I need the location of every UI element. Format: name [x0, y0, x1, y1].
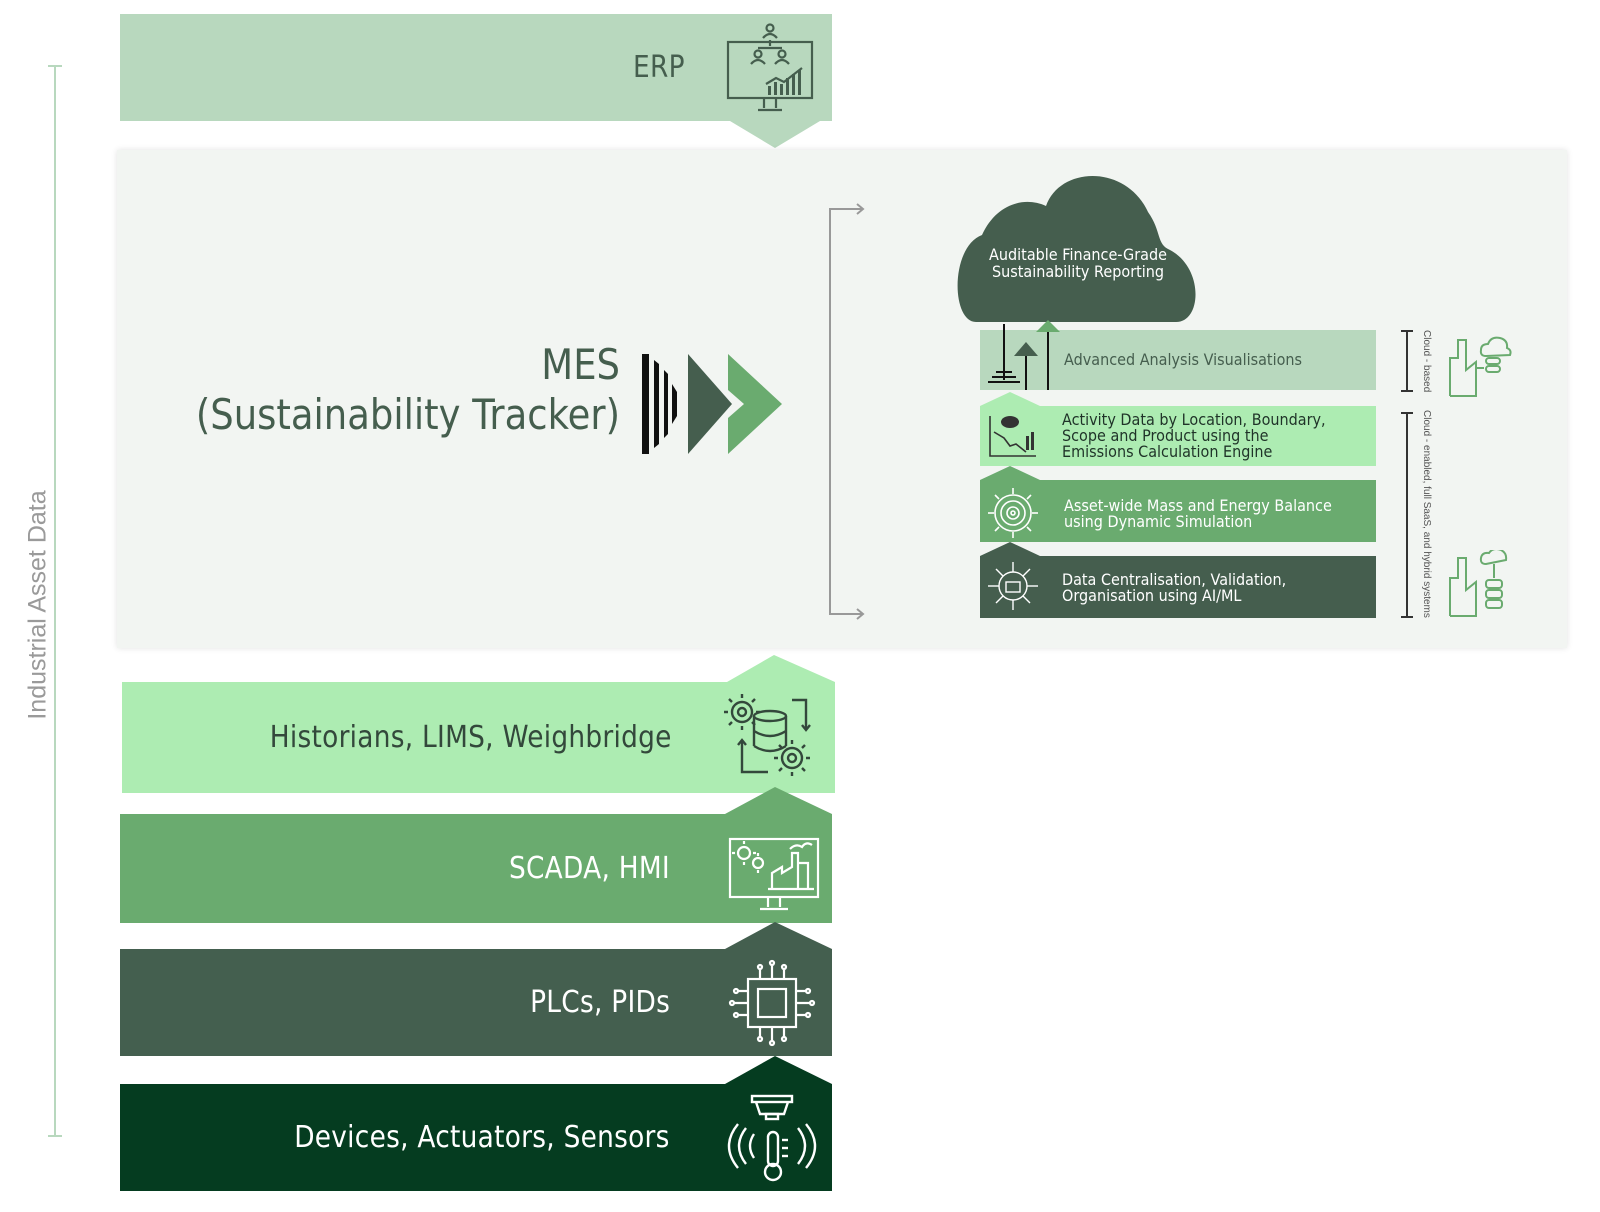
- simulation-target-icon: [988, 488, 1038, 538]
- microchip-icon: [728, 959, 816, 1046]
- layer-analysis: Advanced Analysis Visualisations: [980, 330, 1376, 390]
- layer-mass-text: Asset-wide Mass and Energy Balance using…: [1064, 496, 1332, 531]
- erp-label: ERP: [633, 50, 685, 85]
- cloud-text-line2: Sustainability Reporting: [991, 262, 1165, 281]
- historians-band-shape: [122, 655, 835, 793]
- ai-network-icon: [988, 562, 1038, 610]
- monitor-factory-icon: [728, 837, 820, 910]
- layer-activity: Activity Data by Location, Boundary, Sco…: [980, 406, 1376, 466]
- emissions-chart-icon: [989, 416, 1036, 457]
- side-brackets: [1401, 330, 1413, 618]
- mes-title-line2: (Sustainability Tracker): [195, 390, 620, 440]
- updown-arrows-icon: [988, 320, 1060, 390]
- layer-analysis-bg: [980, 330, 1376, 390]
- devices-label: Devices, Actuators, Sensors: [294, 1120, 670, 1155]
- scada-band-shape: [120, 787, 832, 923]
- devices-band-shape: [120, 1056, 832, 1191]
- layer-mass-shape: [980, 466, 1376, 542]
- mes-title: MES (Sustainability Tracker): [196, 340, 620, 441]
- side-note-cloud-based: Cloud - based: [1421, 330, 1432, 393]
- mes-title-line1: MES: [541, 340, 620, 389]
- cloud-text: Auditable Finance-Grade Sustainability R…: [965, 246, 1191, 280]
- layer-data: Data Centralisation, Validation, Organis…: [980, 558, 1376, 618]
- layer-data-text: Data Centralisation, Validation, Organis…: [1062, 570, 1287, 605]
- monitor-org-chart-icon: [726, 22, 814, 111]
- factory-server-icon: [1449, 550, 1508, 617]
- layer-activity-shape: [980, 392, 1376, 466]
- plc-label: PLCs, PIDs: [529, 985, 670, 1020]
- cloud-shape: [957, 175, 1196, 322]
- axis-line: [54, 66, 56, 1136]
- plc-band-shape: [120, 922, 832, 1056]
- cloud-text-line1: Auditable Finance-Grade: [989, 245, 1167, 264]
- devices-band: Devices, Actuators, Sensors: [120, 1084, 830, 1191]
- axis-label: Industrial Asset Data: [23, 490, 52, 720]
- layer-analysis-text: Advanced Analysis Visualisations: [1064, 350, 1303, 369]
- erp-band: ERP: [120, 14, 830, 121]
- sensor-thermometer-icon: [727, 1094, 817, 1181]
- layer-mass: Asset-wide Mass and Energy Balance using…: [980, 484, 1376, 544]
- factory-cloud-icon: [1449, 336, 1512, 397]
- scada-band: SCADA, HMI: [120, 814, 830, 923]
- historians-band: Historians, LIMS, Weighbridge: [122, 682, 832, 793]
- bracket-arrows: [829, 203, 865, 620]
- scada-label: SCADA, HMI: [508, 851, 670, 886]
- layer-activity-text: Activity Data by Location, Boundary, Sco…: [1062, 410, 1326, 461]
- side-note-hybrid: Cloud - enabled, full SaaS, and hybrid s…: [1421, 410, 1432, 618]
- database-gears-icon: [724, 693, 811, 776]
- layer-data-shape: [980, 542, 1376, 618]
- chevrons-icon: [642, 354, 782, 454]
- erp-band-shape: [120, 14, 832, 148]
- axis-cap-top: [48, 65, 62, 67]
- plc-band: PLCs, PIDs: [120, 949, 830, 1056]
- historians-label: Historians, LIMS, Weighbridge: [270, 720, 672, 755]
- axis-cap-bottom: [48, 1135, 62, 1137]
